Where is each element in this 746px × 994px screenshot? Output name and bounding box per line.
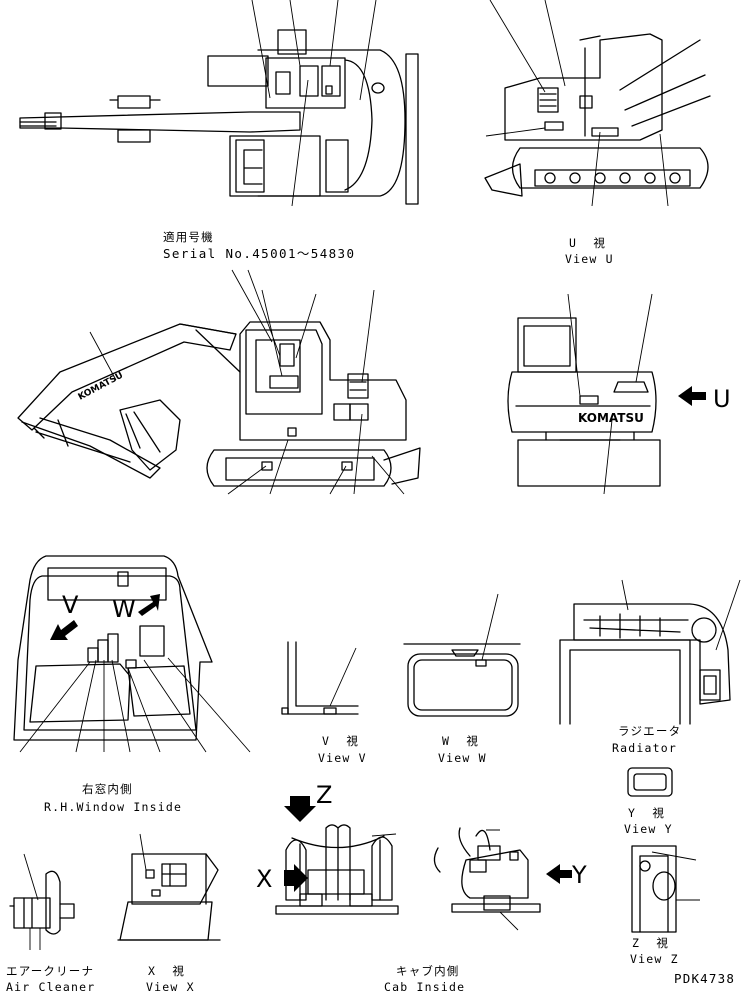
view-v-drawing — [281, 641, 359, 715]
view-w-drawing — [403, 593, 521, 717]
air-cleaner-en-label: Air Cleaner — [6, 980, 96, 994]
side-view-u-machine — [484, 0, 711, 207]
window-en-label: R.H.Window Inside — [44, 800, 183, 814]
view-v-en-label: View V — [318, 751, 367, 765]
brand-logo-rear: KOMATSU — [578, 411, 644, 425]
view-w-en-label: View W — [438, 751, 487, 765]
main-side-view-machine: KOMATSU — [17, 269, 421, 495]
cab-letter-y: Y — [572, 861, 587, 889]
radiator-drawing — [559, 579, 741, 725]
view-x-en-label: View X — [146, 980, 195, 994]
serial-jp-label: 適用号機 — [163, 230, 214, 244]
arrow-u-letter: U — [713, 385, 731, 413]
view-z-jp-label: Z 視 — [632, 936, 670, 950]
top-view-machine — [19, 0, 419, 207]
view-w-jp-label: W 視 — [442, 734, 480, 748]
view-v-jp-label: V 視 — [322, 734, 360, 748]
radiator-jp-label: ラジエータ — [618, 724, 682, 738]
window-letter-v: V — [62, 591, 79, 619]
window-jp-label: 右窓内側 — [82, 782, 133, 796]
arrow-w-icon — [138, 594, 160, 616]
view-z-en-label: View Z — [630, 952, 679, 966]
view-u-jp-label: U 視 — [569, 236, 607, 250]
view-x-jp-label: X 視 — [148, 964, 186, 978]
air-cleaner-drawing — [9, 853, 75, 950]
view-x-drawing — [117, 833, 221, 941]
air-cleaner-jp-label: エアークリーナ — [6, 964, 95, 978]
cab-en-label: Cab Inside — [384, 980, 466, 994]
cab-letter-z: Z — [316, 781, 333, 809]
view-y-drawing — [627, 767, 673, 797]
view-y-jp-label: Y 視 — [628, 806, 666, 820]
window-letter-w: W — [112, 595, 136, 623]
cab-inside-side-drawing — [433, 827, 572, 931]
arrow-z-icon — [284, 796, 316, 822]
drawing-number: PDK4738 — [674, 971, 736, 986]
arrow-y-icon — [546, 864, 572, 884]
view-z-drawing — [631, 845, 700, 933]
arrow-v-icon — [50, 620, 78, 640]
rear-view-machine: KOMATSU — [507, 293, 706, 495]
cab-jp-label: キャブ内側 — [396, 964, 460, 978]
cab-letter-x: X — [256, 865, 273, 893]
view-u-en-label: View U — [565, 252, 614, 266]
arrow-u-icon — [678, 386, 706, 406]
radiator-en-label: Radiator — [612, 741, 677, 755]
view-y-en-label: View Y — [624, 822, 673, 836]
arrow-x-icon — [284, 864, 308, 892]
window-inside-drawing — [13, 555, 251, 753]
serial-en-label: Serial No.45001～54830 — [163, 246, 356, 261]
cab-inside-front-drawing — [275, 796, 399, 915]
